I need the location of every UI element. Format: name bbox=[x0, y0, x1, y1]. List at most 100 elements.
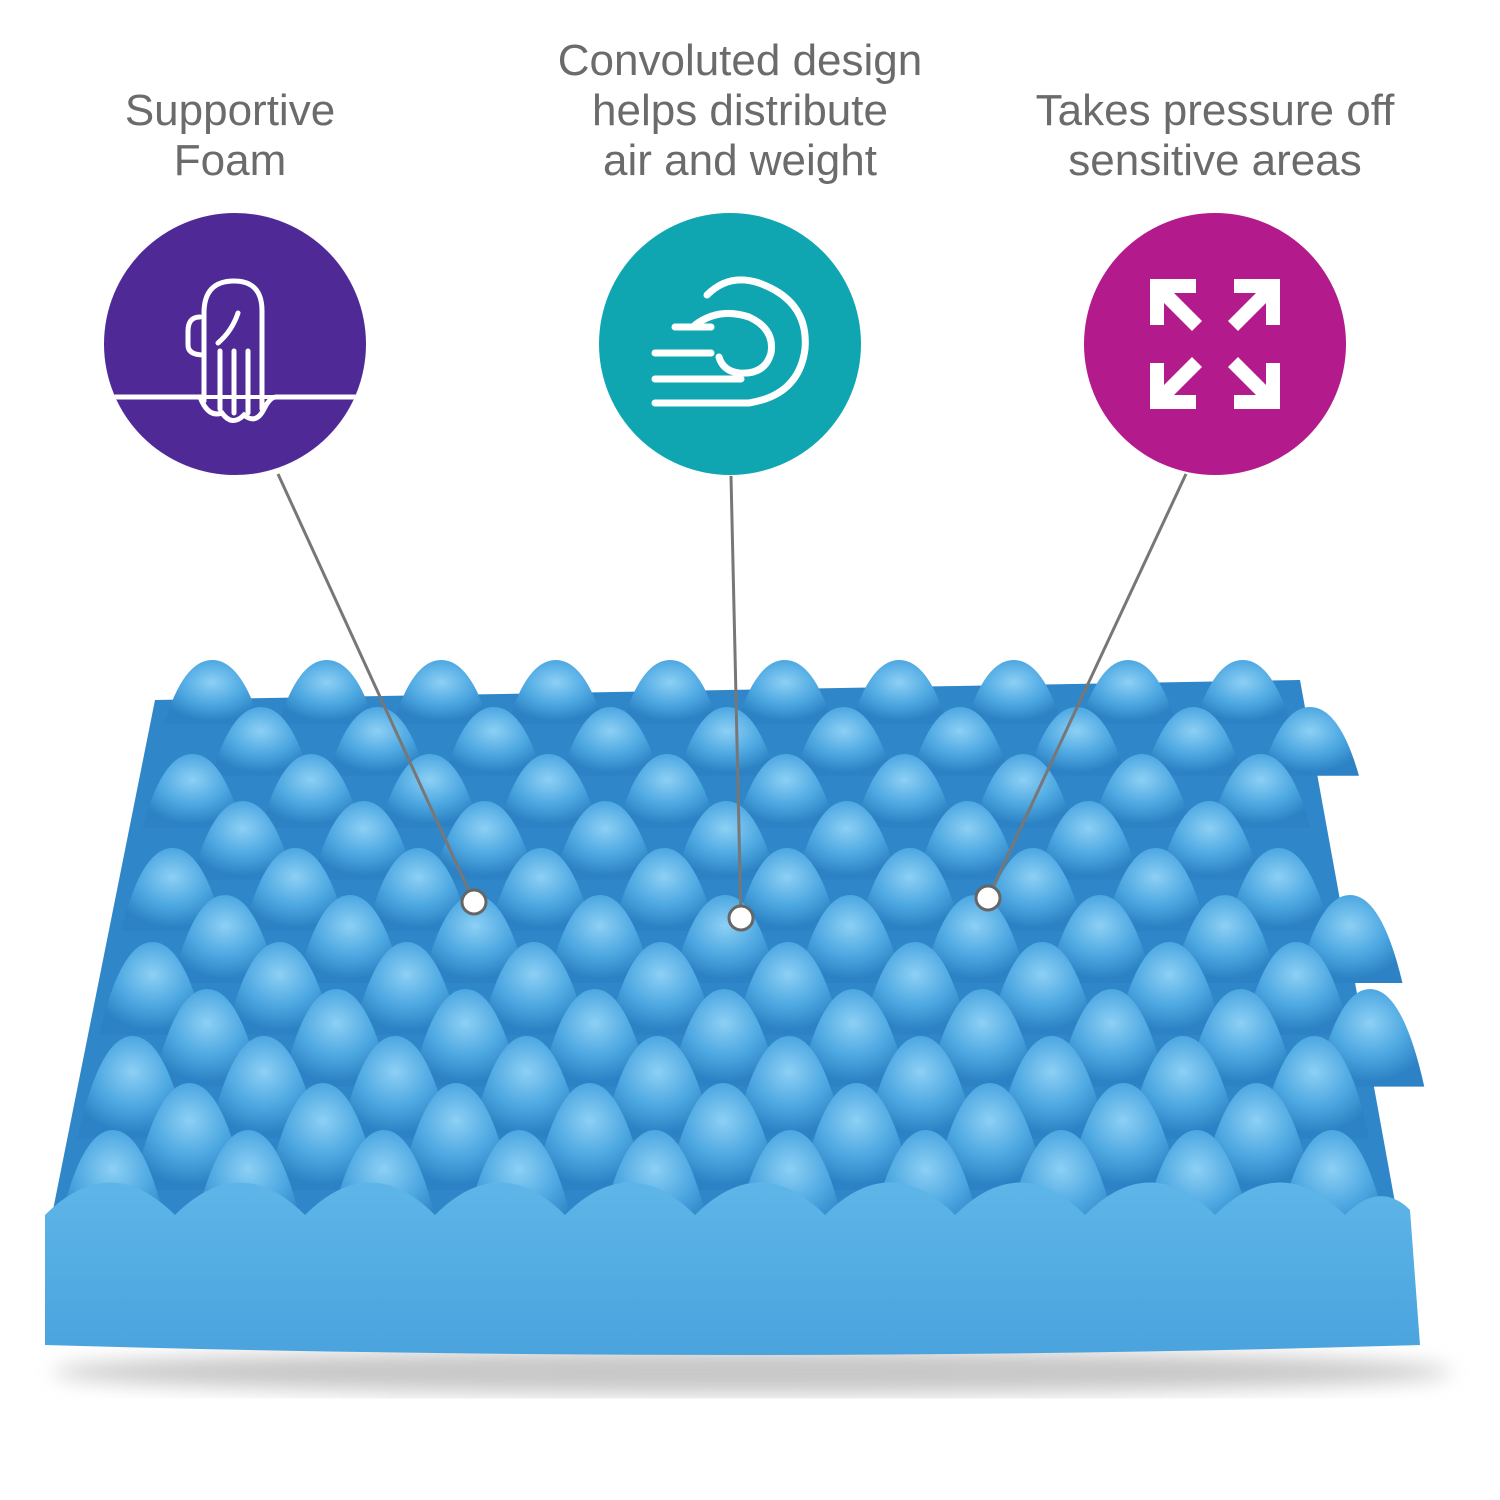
hand-pressing-foam-icon bbox=[104, 278, 366, 475]
callout-line-1 bbox=[276, 473, 476, 903]
foam-peak bbox=[928, 989, 1037, 1087]
foam-peak bbox=[794, 707, 893, 776]
foam-peaks bbox=[55, 660, 1425, 1242]
foam-peak bbox=[480, 942, 588, 1035]
foam-peak bbox=[800, 1083, 913, 1191]
foam-peak bbox=[172, 895, 278, 983]
foam-peak bbox=[798, 989, 908, 1087]
foam-peak bbox=[735, 848, 839, 932]
foam-peak bbox=[916, 801, 1019, 880]
foam-peak bbox=[734, 942, 842, 1035]
foam-peak bbox=[164, 660, 261, 724]
foam-peak bbox=[1144, 707, 1243, 776]
foam-peak bbox=[411, 989, 520, 1087]
feature-caption-pressure-relief: Takes pressure off sensitive areas bbox=[1035, 86, 1395, 185]
foam-peak bbox=[996, 1036, 1107, 1139]
foam-peak bbox=[554, 801, 656, 880]
foam-peak bbox=[736, 660, 833, 724]
foam-peak bbox=[734, 1036, 845, 1139]
expand-arrows-icon bbox=[1150, 279, 1280, 409]
foam-peak bbox=[400, 1083, 513, 1191]
foam-peak bbox=[366, 848, 470, 932]
foam-peak bbox=[1261, 707, 1359, 776]
foam-peak bbox=[422, 895, 528, 983]
foam-peak bbox=[340, 1036, 451, 1139]
foam-peak bbox=[1080, 660, 1177, 724]
feature-caption-supportive-foam: Supportive Foam bbox=[124, 86, 336, 185]
foam-peak bbox=[796, 801, 898, 880]
foam-peak bbox=[797, 895, 903, 983]
foam-peak bbox=[353, 942, 461, 1035]
foam-peak bbox=[328, 707, 427, 776]
foam-peak bbox=[1194, 660, 1291, 724]
foam-peak bbox=[622, 660, 719, 724]
badge-supportive-foam bbox=[104, 213, 366, 475]
foam-peak bbox=[507, 660, 604, 724]
foam-peak bbox=[498, 754, 599, 828]
foam-peak bbox=[211, 707, 310, 776]
foam-peak bbox=[669, 989, 779, 1087]
foam-peak bbox=[192, 801, 294, 880]
foam-peak bbox=[851, 660, 948, 724]
foam-peak bbox=[297, 895, 403, 983]
foam-peak bbox=[1067, 1083, 1180, 1191]
foam-peak bbox=[278, 660, 375, 724]
foam-peak bbox=[911, 707, 1010, 776]
foam-peak bbox=[607, 942, 715, 1035]
foam-peak bbox=[142, 754, 243, 828]
foam-peak bbox=[1115, 942, 1223, 1035]
foam-peak bbox=[243, 848, 347, 932]
foam-peak bbox=[547, 895, 653, 983]
foam-peak bbox=[858, 848, 962, 932]
badge-airflow bbox=[599, 213, 861, 475]
foam-peak bbox=[561, 707, 660, 776]
callout-dot-2 bbox=[727, 904, 755, 932]
foam-peak bbox=[861, 942, 969, 1035]
foam-peak bbox=[675, 801, 777, 880]
foam-peak bbox=[865, 1036, 976, 1139]
foam-peak bbox=[854, 754, 955, 828]
foam-peak bbox=[735, 754, 836, 828]
foam-peak bbox=[933, 1083, 1046, 1191]
foam-peak bbox=[393, 660, 490, 724]
foam-peak bbox=[1057, 989, 1166, 1087]
foam-peak bbox=[981, 848, 1085, 932]
foam-peak bbox=[1158, 801, 1260, 880]
foam-peak bbox=[261, 754, 361, 828]
foam-peak bbox=[312, 801, 415, 880]
foam-peak bbox=[1297, 895, 1403, 983]
callout-dot-1 bbox=[460, 888, 488, 916]
cushion-shadow bbox=[52, 1350, 1452, 1394]
foam-peak bbox=[471, 1036, 582, 1139]
foam-peak bbox=[922, 895, 1028, 983]
foam-peak bbox=[120, 848, 225, 932]
foam-peak bbox=[489, 848, 593, 932]
cushion-front-side bbox=[45, 1182, 1420, 1355]
badge-pressure-relief bbox=[1084, 213, 1346, 475]
foam-peak bbox=[1047, 895, 1153, 983]
foam-peak bbox=[1210, 754, 1311, 828]
callout-line-3 bbox=[986, 473, 1188, 899]
foam-peak bbox=[1243, 942, 1350, 1035]
foam-peak bbox=[1092, 754, 1192, 828]
feature-caption-convoluted-design: Convoluted design helps distribute air a… bbox=[557, 36, 923, 185]
foam-peak bbox=[540, 989, 650, 1087]
callout-line-2 bbox=[729, 475, 743, 919]
foam-peak bbox=[612, 848, 716, 932]
foam-peak bbox=[1172, 895, 1278, 983]
foam-peak bbox=[988, 942, 1096, 1035]
foam-peak bbox=[533, 1083, 646, 1191]
airflow-wind-icon bbox=[651, 276, 809, 407]
foam-peak bbox=[379, 754, 480, 828]
foam-peak bbox=[666, 1083, 780, 1191]
foam-peak bbox=[1226, 848, 1331, 932]
foam-peak bbox=[965, 660, 1062, 724]
callout-dot-3 bbox=[974, 884, 1002, 912]
foam-peak bbox=[678, 707, 776, 776]
foam-peak bbox=[433, 801, 536, 880]
foam-peak bbox=[1104, 848, 1208, 932]
foam-peak bbox=[444, 707, 543, 776]
foam-peak bbox=[602, 1036, 713, 1139]
foam-peak bbox=[282, 989, 391, 1087]
